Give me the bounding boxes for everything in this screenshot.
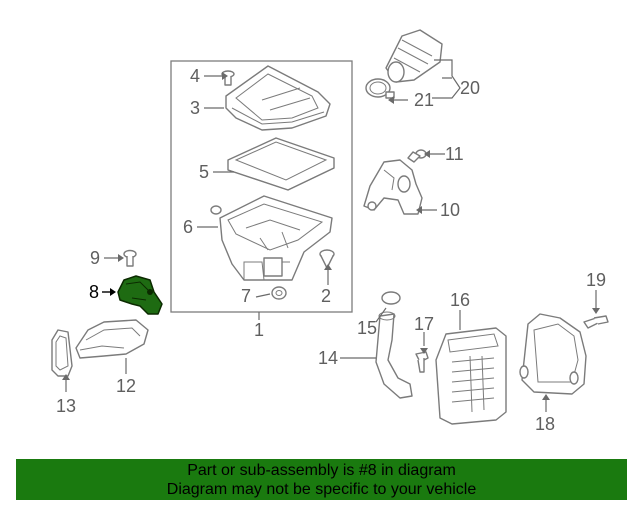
callout-4: 4 <box>190 66 200 86</box>
banner-line-1: Part or sub-assembly is #8 in diagram <box>187 462 456 479</box>
banner-line-2: Diagram may not be specific to your vehi… <box>166 481 477 498</box>
callout-5: 5 <box>199 162 209 182</box>
part-21-hose-clamp[interactable] <box>365 78 395 99</box>
part-5-air-filter[interactable] <box>227 137 335 191</box>
part-10-mass-air-flow-sensor[interactable] <box>363 159 423 215</box>
callout-20: 20 <box>460 78 480 98</box>
callout-3: 3 <box>190 98 200 118</box>
part-17-bolt[interactable] <box>415 351 429 373</box>
part-8-highlighted[interactable] <box>117 275 163 315</box>
callout-21: 21 <box>414 90 434 110</box>
part-2-grommet[interactable] <box>319 249 335 269</box>
callout-2: 2 <box>321 286 331 306</box>
callout-17: 17 <box>414 314 434 334</box>
callout-9: 9 <box>90 248 100 268</box>
part-11-screw[interactable] <box>407 149 427 163</box>
callout-1: 1 <box>254 320 264 340</box>
leader-lines <box>62 59 600 412</box>
part-14-hose[interactable] <box>375 311 413 399</box>
part-20-intake-hose[interactable] <box>385 29 443 83</box>
callout-8: 8 <box>89 282 99 302</box>
part-13-seal[interactable] <box>51 329 73 377</box>
callout-14: 14 <box>318 348 338 368</box>
callout-12: 12 <box>116 376 136 396</box>
callout-19: 19 <box>586 270 606 290</box>
callout-16: 16 <box>450 290 470 310</box>
assembly-box <box>170 60 353 313</box>
callout-11: 11 <box>445 144 464 164</box>
callout-13: 13 <box>56 396 76 416</box>
part-18-ecm-bracket[interactable] <box>519 313 587 395</box>
part-15-clamp[interactable] <box>381 291 401 305</box>
callout-10: 10 <box>440 200 460 220</box>
part-6-air-cleaner-housing[interactable] <box>210 195 333 281</box>
callout-18: 18 <box>535 414 555 434</box>
part-3-air-cleaner-lid[interactable] <box>225 65 331 131</box>
part-12-air-duct[interactable] <box>75 319 149 359</box>
disclaimer-banner: Part or sub-assembly is #8 in diagram Di… <box>16 459 627 500</box>
part-19-bolt[interactable] <box>583 315 609 329</box>
callout-7: 7 <box>241 286 251 306</box>
callout-6: 6 <box>183 217 193 237</box>
part-16-engine-control-module[interactable] <box>435 327 507 425</box>
part-9-bolt[interactable] <box>123 249 137 267</box>
parts-diagram: 4 3 5 6 7 2 1 20 21 11 10 9 8 12 13 14 1… <box>51 29 609 434</box>
callout-15: 15 <box>357 318 377 338</box>
part-7-grommet[interactable] <box>271 286 287 300</box>
